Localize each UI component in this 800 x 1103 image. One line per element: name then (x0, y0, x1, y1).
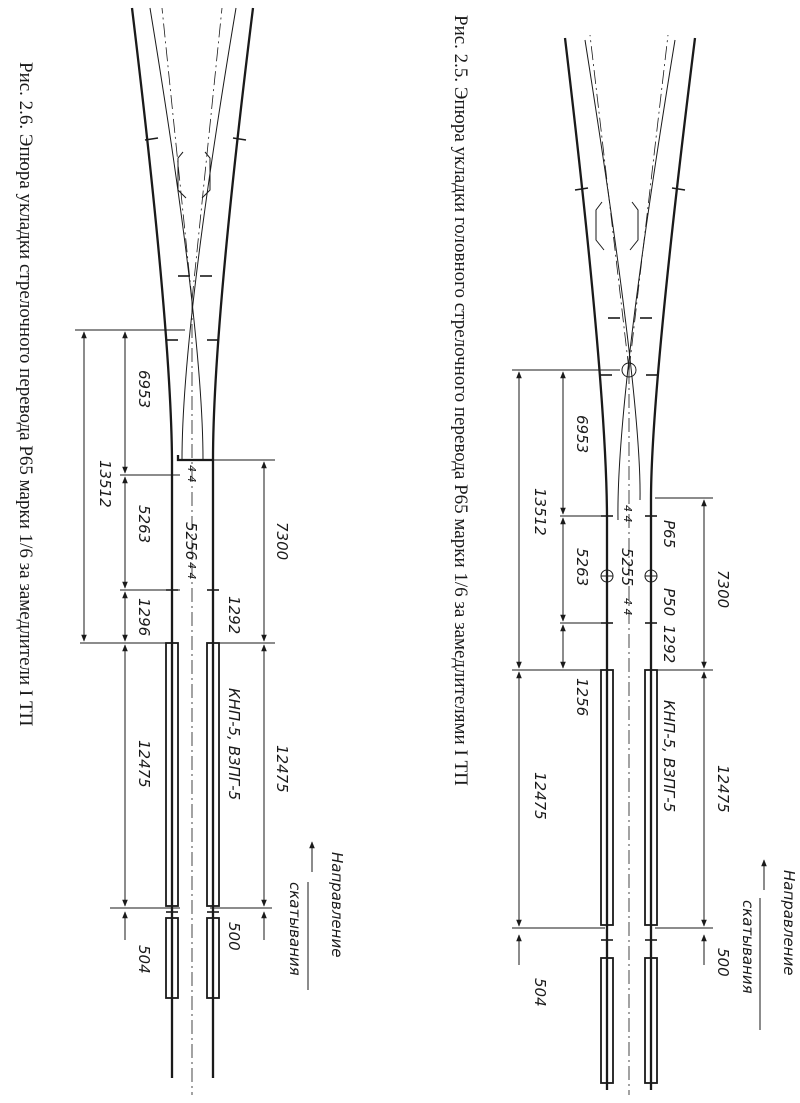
dimension-lines (81, 331, 267, 940)
switch-point (176, 455, 213, 462)
diverging-axis-left (161, 7, 193, 301)
direction-label-2: скатывания (286, 882, 304, 976)
gap-label-a: 4 4 (621, 505, 634, 523)
track-block-left (165, 917, 179, 999)
outer-rail-right (211, 7, 255, 1078)
dim-500: 500 (225, 922, 243, 951)
track-block-right (206, 917, 220, 999)
gap-label-b: 4 4 (185, 562, 198, 580)
retarder-label: КНП-5, ВЗПГ-5 (660, 700, 678, 812)
dim-504: 504 (135, 945, 153, 974)
retarder-label: КНП-5, ВЗПГ-5 (225, 688, 243, 800)
retarder-right (644, 669, 658, 926)
retarder-left (165, 642, 179, 907)
dim-1292: 1292 (225, 596, 243, 634)
dim-12475-right: 12475 (714, 765, 732, 813)
dim-5263: 5263 (573, 548, 591, 586)
dim-7300: 7300 (273, 522, 291, 560)
figure-2-6-caption: Рис. 2.6. Эпюра укладки стрелочного пере… (15, 62, 36, 727)
dim-5263: 5263 (135, 505, 153, 543)
outer-rail-left (563, 37, 609, 1090)
dim-12475-left: 12475 (531, 772, 549, 820)
dim-12475-left: 12475 (135, 740, 153, 788)
frog-circle-icon (621, 362, 637, 378)
dim-5255: 5255 (618, 548, 636, 586)
crossing-rail-right (181, 7, 237, 461)
guard-rail-left (177, 151, 187, 199)
dim-13512: 13512 (96, 460, 114, 508)
dim-504: 504 (531, 978, 549, 1007)
crossing-rail-right (617, 39, 676, 521)
outer-rail-right (649, 37, 697, 1090)
direction-label-1: Направление (780, 870, 798, 975)
direction-label-1: Направление (328, 852, 346, 957)
dim-500: 500 (714, 948, 732, 977)
direction-label-2: скатывания (739, 900, 757, 994)
crossing-rail-left (149, 7, 204, 461)
guard-rail-right (629, 201, 639, 251)
dim-7300: 7300 (714, 570, 732, 608)
crossing-rail-left (584, 39, 641, 501)
track-block-right (644, 957, 658, 1084)
retarder-left (600, 669, 614, 926)
rail-type-r50: Р50 (660, 588, 678, 616)
dim-13512: 13512 (531, 488, 549, 536)
figure-2-6: Рис. 2.6. Эпюра укладки стрелочного пере… (15, 7, 346, 1095)
dim-5256: 5256 (182, 522, 200, 560)
outer-rail-left (130, 7, 174, 1078)
guard-rail-left (595, 201, 605, 251)
extension-lines (75, 329, 275, 909)
guard-rail-right (201, 151, 211, 199)
dim-1256: 1256 (573, 678, 591, 716)
rail-type-r65: Р65 (660, 520, 678, 548)
dim-1296: 1296 (135, 598, 153, 636)
gap-label-a: 4 4 (185, 465, 198, 483)
dim-6953: 6953 (573, 415, 591, 453)
figure-2-5-caption: Рис. 2.5. Эпюра укладки головного стрело… (450, 15, 471, 786)
dimension-lines (516, 371, 707, 965)
diverging-axis-right (628, 34, 669, 371)
figure-2-5: Рис. 2.5. Эпюра укладки головного стрело… (450, 15, 798, 1095)
dim-12475-right: 12475 (273, 745, 291, 793)
track-block-left (600, 957, 614, 1084)
dim-1292: 1292 (660, 625, 678, 663)
extension-lines (512, 369, 713, 929)
dim-6953: 6953 (135, 370, 153, 408)
rail-joints (144, 137, 247, 913)
gap-label-b: 4 4 (621, 598, 634, 616)
